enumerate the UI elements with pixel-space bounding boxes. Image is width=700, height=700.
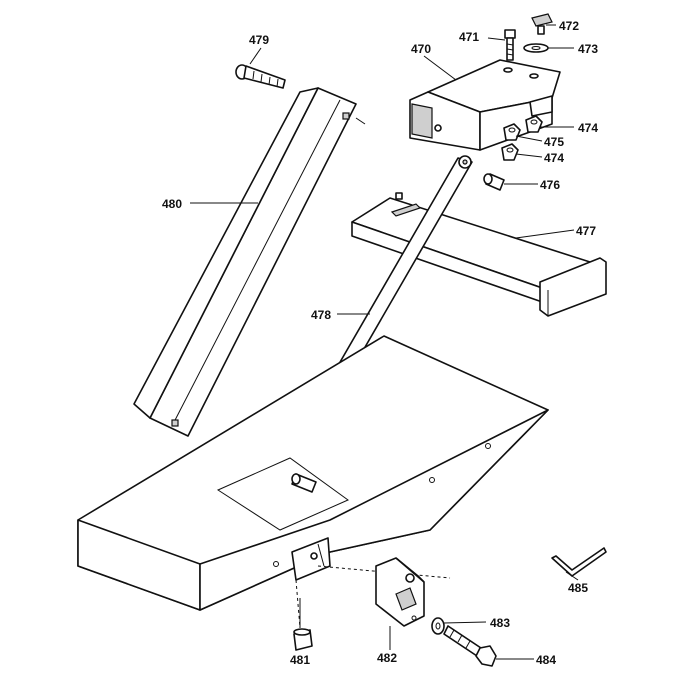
part-470-housing [409,59,561,151]
callout-483: 483 [490,616,510,630]
part-471-bolt [504,29,516,61]
part-481-bushing [293,628,313,651]
part-472-knob [531,13,553,35]
callout-481: 481 [290,653,310,667]
callout-473: 473 [578,42,598,56]
part-473-washer [523,43,549,53]
part-483-washer [431,617,445,635]
callout-470: 470 [411,42,431,56]
part-476-pin [483,173,505,191]
callout-478: 478 [311,308,331,322]
callout-484: 484 [536,653,556,667]
leader-lines [190,24,579,660]
part-480-guard-rail [133,87,357,437]
part-479-screw [235,64,286,89]
part-484-bolt [443,625,497,667]
callout-471: 471 [459,30,479,44]
callout-479: 479 [249,33,269,47]
part-477-slide [351,192,607,317]
callout-labels: 479 470 471 472 473 474 475 474 476 480 … [162,19,598,667]
part-482-clamp-bracket [375,557,425,627]
callout-472: 472 [559,19,579,33]
callout-477: 477 [576,224,596,238]
part-476-lower-pin [291,473,317,493]
callout-474-lower: 474 [544,151,564,165]
callout-480: 480 [162,197,182,211]
part-474-nut-lower [501,143,519,161]
callout-485: 485 [568,581,588,595]
part-485-hex-key [551,547,607,577]
machine-base [77,335,549,629]
callout-482: 482 [377,651,397,665]
callout-476: 476 [540,178,560,192]
callout-474-upper: 474 [578,121,598,135]
callout-475: 475 [544,135,564,149]
